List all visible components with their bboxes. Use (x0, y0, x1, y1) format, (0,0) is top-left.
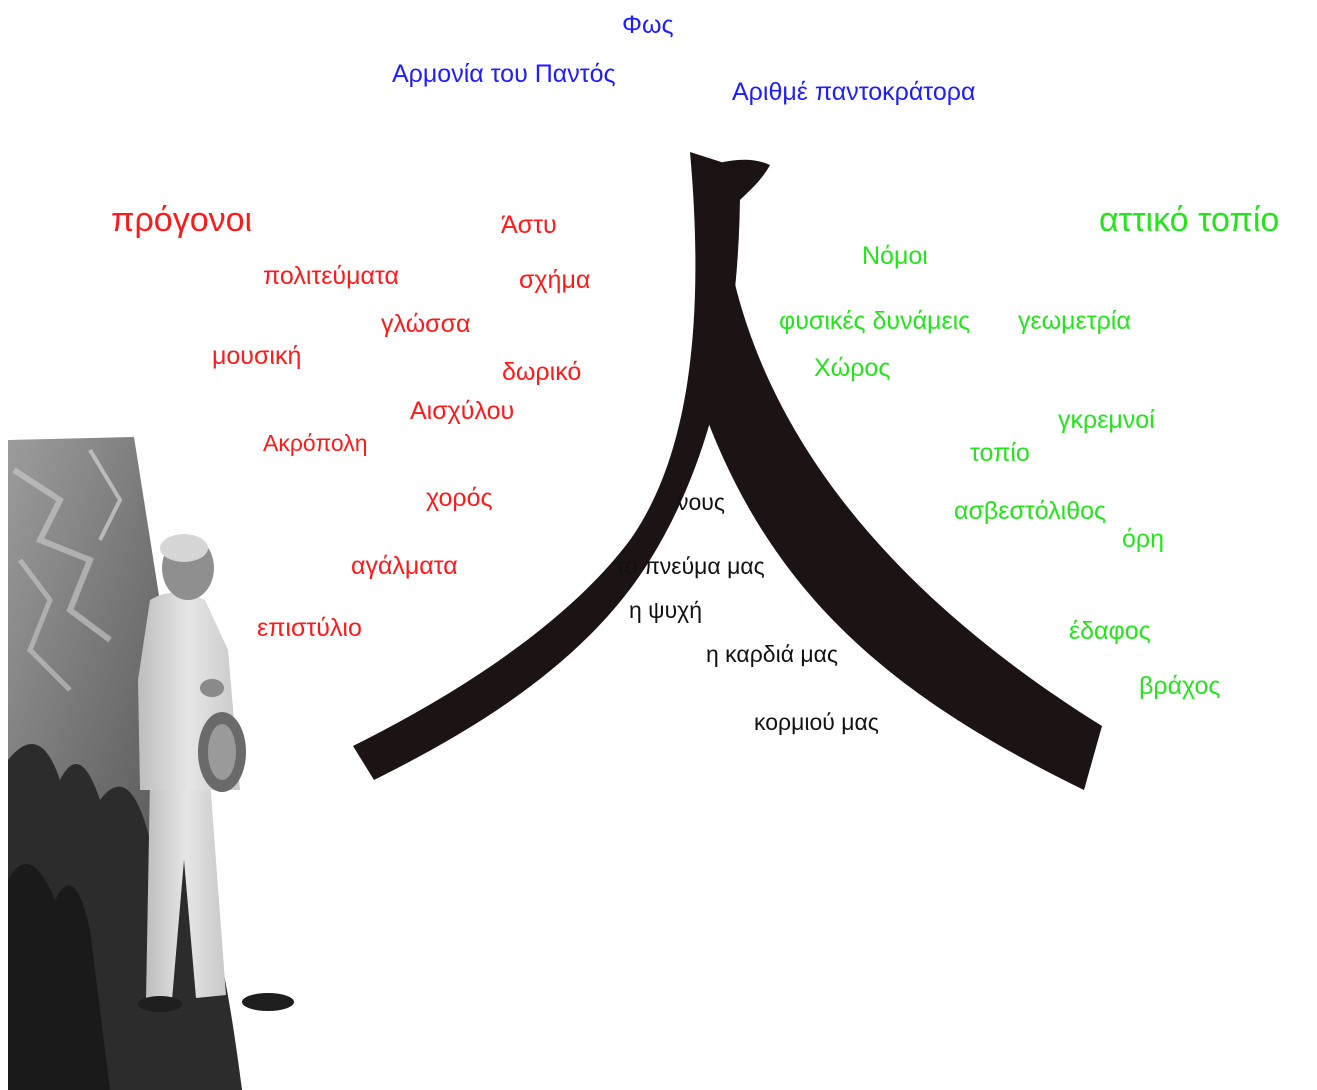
word-glossa: γλώσσα (381, 310, 471, 338)
word-nomoi: Νόμοι (862, 242, 928, 270)
glyph-right-stroke (700, 280, 1102, 790)
glyph-left-stroke (353, 152, 741, 780)
word-kormiou-mas: κορμιού μας (754, 709, 879, 735)
word-gkremnoi: γκρεμνοί (1058, 406, 1155, 434)
word-mousiki: μουσική (212, 342, 302, 370)
word-asvestolithos: ασβεστόλιθος (954, 497, 1107, 525)
word-choros: Χώρος (814, 354, 891, 382)
word-i-kardia-mas: η καρδιά μας (706, 641, 839, 667)
word-akropoli: Ακρόπολη (263, 430, 368, 456)
word-armonia-tou-pantos: Αρμονία του Παντός (392, 60, 616, 88)
word-vrachos: βράχος (1139, 672, 1221, 700)
word-agalmata: αγάλματα (351, 552, 458, 580)
word-i-psychi: η ψυχή (629, 597, 703, 623)
word-epistylio: επιστύλιο (257, 614, 362, 642)
word-astu: Άστυ (501, 211, 557, 239)
word-aischylou: Αισχύλου (410, 397, 515, 425)
word-to-pneuma-mas: το πνεύμα μας (616, 553, 765, 579)
word-choros: χορός (426, 484, 493, 512)
word-ori: όρη (1122, 525, 1165, 553)
glyph-hook (712, 159, 770, 200)
word-politeumata: πολιτεύματα (263, 262, 399, 290)
heading-attiko-topio: αττικό τοπίο (1099, 201, 1280, 239)
word-nous: νους (677, 489, 725, 515)
word-topio: τοπίο (970, 439, 1030, 467)
word-arithme-pantokratora: Αριθμέ παντοκράτορα (732, 78, 976, 106)
word-fos: Φως (622, 11, 674, 39)
word-geometria: γεωμετρία (1018, 307, 1131, 335)
word-fysikes-dynameis: φυσικές δυνάμεις (779, 307, 971, 335)
heading-progonoi: πρόγονοι (111, 201, 253, 239)
word-edafos: έδαφος (1069, 617, 1151, 645)
word-doriko: δωρικό (502, 358, 582, 386)
word-schima: σχήμα (519, 266, 591, 294)
